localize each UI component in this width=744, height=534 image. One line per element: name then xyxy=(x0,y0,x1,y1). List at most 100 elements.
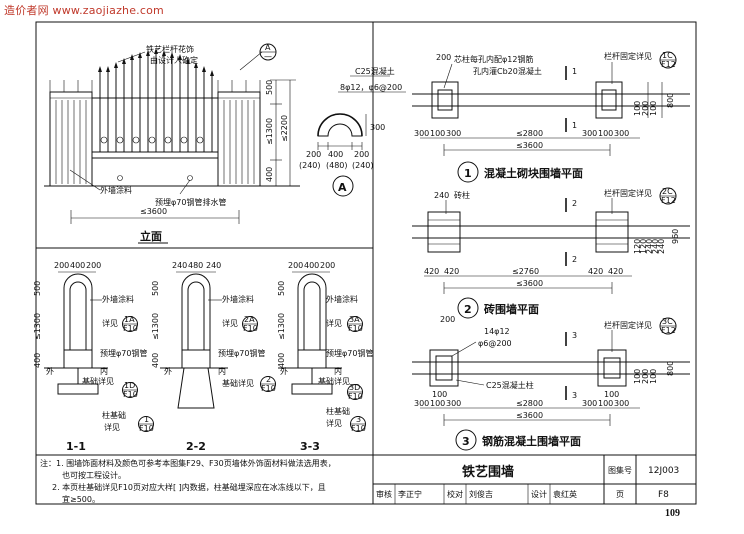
s3-detail: 详见 xyxy=(326,318,342,328)
plan1-dim-7: 300 xyxy=(614,129,629,138)
s3-paint: 外墙涂料 xyxy=(326,294,358,304)
section-3-3: 200 400 200 外 内 500 ≤1300 400 外墙涂料 详见 3A… xyxy=(277,261,373,453)
plan3-detail-ref: 栏杆固定详见 xyxy=(604,320,652,330)
s3-colfound: 柱基础 xyxy=(326,406,350,416)
s3-ref1p: F10 xyxy=(348,324,363,333)
elevation-dim-500: 500 xyxy=(265,80,274,95)
plan2-title: 砖围墙平面 xyxy=(484,302,539,316)
elevation-rail-label: 铁艺栏杆花饰 xyxy=(146,44,194,54)
plan3-rdim-4: 800 xyxy=(666,361,675,376)
plan1-number: 1 xyxy=(464,167,472,180)
s3-colfound2: 详见 xyxy=(326,418,342,428)
plan2-dim-5: 420 xyxy=(608,267,623,276)
reviewer: 李正宁 xyxy=(398,489,422,499)
detail-a: C25混凝土 8φ12，φ6@200 300 200 400 200 (240)… xyxy=(299,66,406,197)
s2-ref2p: F10 xyxy=(261,384,276,393)
detail-a-concrete: C25混凝土 xyxy=(355,66,395,76)
plan2-dim-3: ≤2760 xyxy=(512,267,539,276)
s1-detail: 详见 xyxy=(102,318,118,328)
s2-top-dim-3: 240 xyxy=(206,261,221,270)
detail-a-dim-side: 300 xyxy=(370,123,385,132)
s1-ref3: 1 xyxy=(144,415,149,424)
s3-top-dim-3: 200 xyxy=(320,261,335,270)
plan3-rdim-2: 200 xyxy=(641,369,650,384)
s3-ref3: 3 xyxy=(356,415,361,424)
s2-found: 基础详见 xyxy=(222,378,254,388)
s2-ldim-3: 400 xyxy=(151,353,160,368)
elevation-callout-a: A xyxy=(265,43,271,52)
plan-3: 200 14φ12 φ6@200 C25混凝土柱 栏杆固定详见 3C F12 3… xyxy=(412,315,690,451)
plan2-dim-2: 420 xyxy=(444,267,459,276)
plan1-rdim-3: 100 xyxy=(649,101,658,116)
notes-line-2: 也可按工程设计。 xyxy=(62,471,126,480)
plan1-span: ≤3600 xyxy=(516,141,543,150)
plan3-cut-top: 3 xyxy=(572,331,577,340)
elevation-dim-2200: ≤2200 xyxy=(280,115,289,142)
s1-paint: 外墙涂料 xyxy=(102,294,134,304)
elevation-pipe-label: 预埋φ70钢管排水管 xyxy=(155,197,226,207)
plan1-note-dim: 200 xyxy=(436,53,451,62)
checker: 刘俊吉 xyxy=(469,489,493,499)
s2-name: 2-2 xyxy=(186,440,206,453)
plan2-span: ≤3600 xyxy=(516,279,543,288)
plan3-ref-page: F12 xyxy=(661,326,676,335)
s3-ldim-3: 400 xyxy=(277,353,286,368)
section-2-2: 240 480 240 外 内 500 ≤1300 400 外墙涂料 详见 2A… xyxy=(151,261,276,453)
plan1-detail-ref: 栏杆固定详见 xyxy=(604,51,652,61)
s1-out: 外 xyxy=(46,366,54,376)
notes-line-3: 2. 本页柱基础详见F10页对应大样[ ]内数据，柱基础埋深应在冰冻线以下，且 xyxy=(52,483,326,492)
detail-a-rebar: 8φ12，φ6@200 xyxy=(340,83,402,92)
elevation-dim-400: 400 xyxy=(265,167,274,182)
s3-ref2p: F10 xyxy=(348,392,363,401)
s1-found: 基础详见 xyxy=(82,376,114,386)
s1-ldim-2: ≤1300 xyxy=(33,313,42,340)
plan2-cut-top: 2 xyxy=(572,199,577,208)
plan2-detail-ref: 栏杆固定详见 xyxy=(604,188,652,198)
plan3-dim-1: 300 xyxy=(414,399,429,408)
s1-top-dim-3: 200 xyxy=(86,261,101,270)
plan3-title: 钢筋混凝土围墙平面 xyxy=(482,434,581,448)
s2-ref2: 2 xyxy=(266,375,271,384)
s1-ldim-3: 400 xyxy=(33,353,42,368)
plan1-cut-top: 1 xyxy=(572,67,577,76)
page-label: 页 xyxy=(616,490,624,499)
elevation-span: ≤3600 xyxy=(140,207,167,216)
plan2-number: 2 xyxy=(464,303,472,316)
plan3-note-col: C25混凝土柱 xyxy=(486,380,534,390)
plan2-ref-num: 2C xyxy=(662,187,673,196)
plan3-dim-4: ≤2800 xyxy=(516,399,543,408)
s2-in: 内 xyxy=(218,366,226,376)
elevation-rail-label-2: 由设计人确定 xyxy=(150,55,198,65)
s1-ref2p: F10 xyxy=(123,390,138,399)
plan3-dim-2: 100 xyxy=(430,399,445,408)
elevation-callout-dash: — xyxy=(264,52,272,61)
notes-line-1: 1. 围墙饰面材料及颜色可参考本图集F29、F30页墙体外饰面材料做法选用表， xyxy=(56,459,336,468)
s1-top-dim-2: 400 xyxy=(70,261,85,270)
title-block: 铁艺围墙 图集号 12J003 审核 李正宁 校对 刘俊吉 设计 袁红英 页 F… xyxy=(372,454,697,505)
designer: 袁红英 xyxy=(553,489,577,499)
plan1-note-1: 芯柱每孔内配φ12钢筋 xyxy=(454,54,533,64)
plan2-ref-page: F12 xyxy=(661,196,676,205)
plan2-rdim-2: 120 xyxy=(639,239,648,254)
elevation-title: 立面 xyxy=(140,229,162,243)
s1-in: 内 xyxy=(100,366,108,376)
detail-a-dim-5: (480) xyxy=(326,161,348,170)
plan3-note-dim: 200 xyxy=(440,315,455,324)
plan1-dim-2: 100 xyxy=(430,129,445,138)
atlas-label: 图集号 xyxy=(608,465,632,475)
plan2-rdim-5: 240 xyxy=(657,239,666,254)
plan1-ref-page: F12 xyxy=(661,60,676,69)
plan1-ref-num: 1C xyxy=(662,51,673,60)
plan2-rdim-6: 960 xyxy=(671,229,680,244)
plan2-note-col: 砖柱 xyxy=(454,190,470,200)
plan1-dim-3: 300 xyxy=(446,129,461,138)
drawing-title: 铁艺围墙 xyxy=(461,464,514,480)
plan1-rdim-2: 200 xyxy=(641,101,650,116)
plan3-rdim-3: 100 xyxy=(649,369,658,384)
s1-top-dim-1: 200 xyxy=(54,261,69,270)
plan1-title: 混凝土砌块围墙平面 xyxy=(484,166,583,180)
s2-paint: 外墙涂料 xyxy=(222,294,254,304)
plan3-span: ≤3600 xyxy=(516,411,543,420)
s1-ref1p: F10 xyxy=(123,324,138,333)
